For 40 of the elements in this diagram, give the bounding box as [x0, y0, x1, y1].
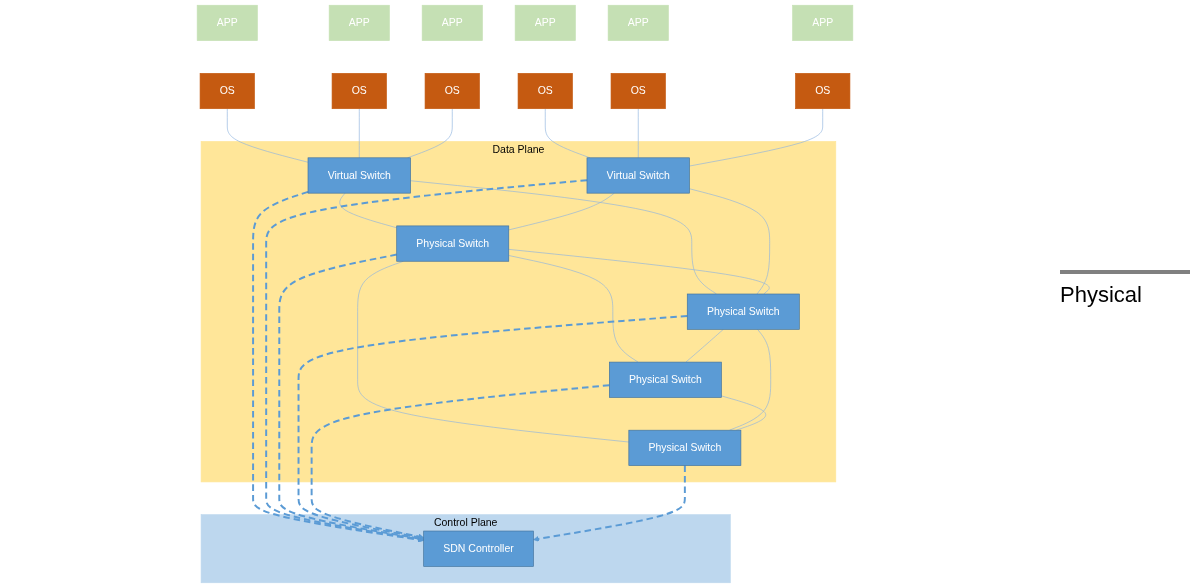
connector: [410, 180, 717, 295]
node-box: Physical Switch: [609, 361, 722, 398]
connector: [637, 108, 639, 159]
connector: [358, 108, 360, 159]
node-box: APP: [514, 4, 576, 41]
arrow: [310, 384, 611, 540]
connector: [407, 108, 453, 159]
plane-label: Physical: [1060, 282, 1143, 308]
arrow: [265, 179, 588, 542]
connector: [721, 395, 767, 431]
node-box: APP: [792, 4, 854, 41]
connector: [689, 108, 824, 167]
connector: [357, 260, 630, 443]
connector: [689, 188, 770, 295]
node-box: Physical Switch: [396, 225, 510, 262]
node-box: OS: [424, 73, 480, 109]
arrow: [533, 464, 686, 542]
node-box: OS: [610, 73, 666, 109]
node-box: Virtual Switch: [307, 157, 411, 194]
node-box: OS: [199, 73, 255, 109]
node-box: OS: [517, 73, 573, 109]
connector: [339, 192, 398, 229]
arrow: [252, 190, 424, 543]
connector: [729, 329, 772, 431]
connector: [508, 192, 615, 231]
node-box: OS: [331, 73, 387, 109]
node-box: APP: [421, 4, 483, 41]
node-box: Virtual Switch: [586, 157, 690, 194]
node-box: APP: [607, 4, 669, 41]
arrow: [297, 315, 689, 541]
node-box: Physical Switch: [686, 293, 800, 330]
node-box: Physical Switch: [628, 429, 742, 466]
node-box: SDN Controller: [423, 530, 534, 567]
node-box: OS: [795, 73, 851, 109]
node-box: APP: [196, 4, 258, 41]
connector: [226, 108, 309, 163]
connector: [508, 255, 639, 363]
connector: [508, 249, 770, 295]
connector: [685, 329, 724, 363]
node-box: APP: [328, 4, 390, 41]
